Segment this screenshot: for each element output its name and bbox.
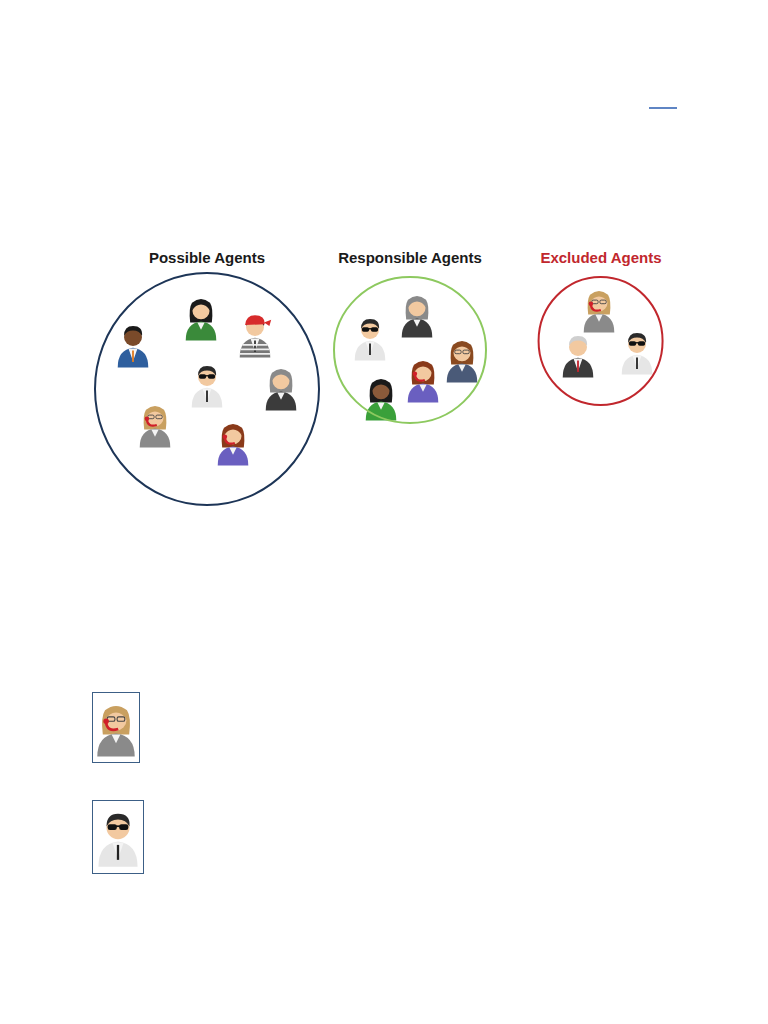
possible-agent-icons	[118, 299, 297, 465]
circle-border	[539, 277, 663, 405]
set-heading: Responsible Agents	[332, 249, 488, 267]
circle-outline	[535, 275, 666, 407]
framed-icons	[93, 693, 144, 874]
agent-set-circle: Possible Agents	[93, 249, 321, 507]
set-heading: Possible Agents	[93, 249, 321, 267]
circle-border	[334, 277, 486, 423]
set-heading: Excluded Agents	[535, 249, 666, 267]
responsible-agent-icons	[355, 296, 478, 420]
reference-link	[649, 107, 677, 109]
excluded-agent-icons	[563, 291, 653, 377]
agent-set-circle: Responsible Agents	[332, 249, 488, 425]
agent-set-circle: Excluded Agents	[535, 249, 666, 407]
circle-outline	[332, 275, 488, 425]
circle-outline	[93, 271, 321, 507]
circle-border	[95, 273, 319, 505]
